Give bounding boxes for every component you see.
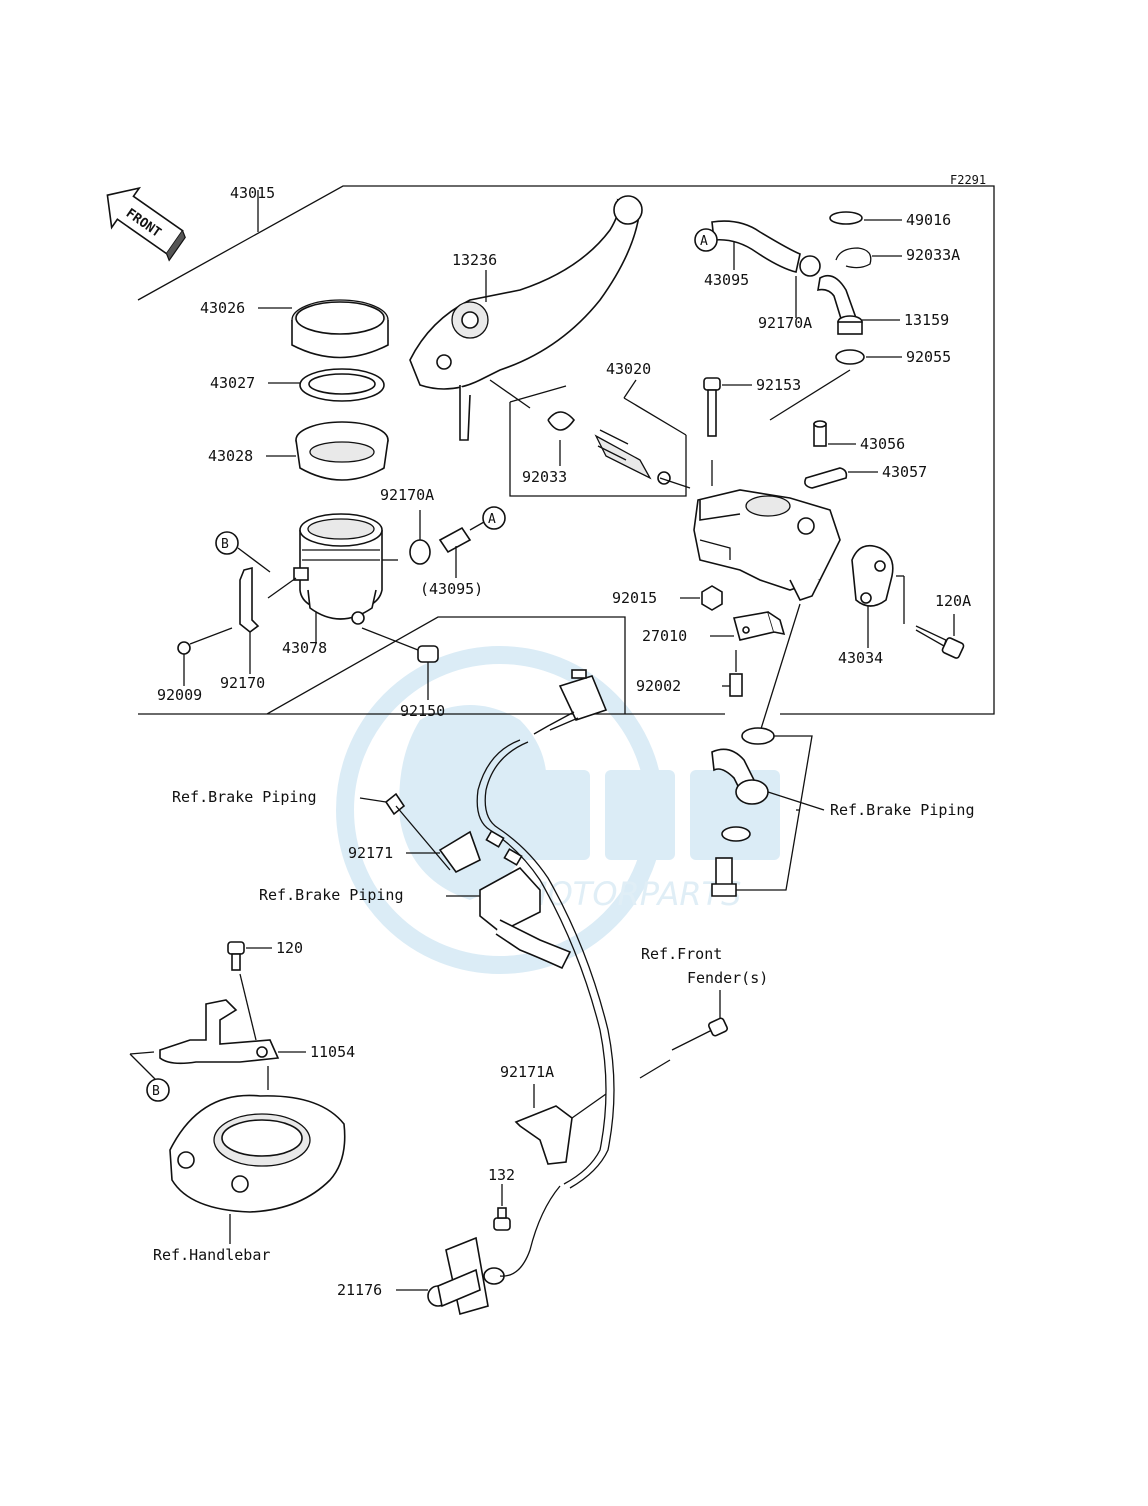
label-92170A-reservoir: 92170A <box>380 486 434 504</box>
label-43028: 43028 <box>208 447 253 465</box>
bracket-11054 <box>159 999 280 1065</box>
label-43095-paren: (43095) <box>420 580 483 598</box>
reservoir-bracket <box>239 566 260 634</box>
hose-clamp-upper <box>409 526 472 565</box>
label-92153: 92153 <box>756 376 801 394</box>
speed-sensor <box>427 1236 505 1316</box>
screw-92150 <box>361 627 439 663</box>
wire-harness <box>476 739 607 1185</box>
ref-marker-b-1 <box>215 531 239 555</box>
bolt-120A <box>915 625 965 659</box>
bolt-92153 <box>703 377 721 437</box>
ref-marker-b-2 <box>146 1078 170 1102</box>
label-ref-brake-piping-2: Ref.Brake Piping <box>830 801 975 819</box>
label-43027: 43027 <box>210 374 255 392</box>
label-92171: 92171 <box>348 844 393 862</box>
label-43020: 43020 <box>606 360 651 378</box>
label-120: 120 <box>276 939 303 957</box>
fender-bolt <box>671 1017 729 1051</box>
switch-connector <box>533 669 608 735</box>
svg-text:A: A <box>700 234 708 249</box>
label-ref-brake-piping-1: Ref.Brake Piping <box>172 788 317 806</box>
label-43026: 43026 <box>200 299 245 317</box>
label-13159: 13159 <box>904 311 949 329</box>
label-120A: 120A <box>935 592 971 610</box>
label-92015: 92015 <box>612 589 657 607</box>
label-11054: 11054 <box>310 1043 355 1061</box>
label-92033: 92033 <box>522 468 567 486</box>
svg-text:B: B <box>221 537 229 552</box>
label-ref-brake-piping-3: Ref.Brake Piping <box>259 886 404 904</box>
label-43078: 43078 <box>282 639 327 657</box>
label-43056: 43056 <box>860 435 905 453</box>
bolt-120 <box>227 941 245 971</box>
label-ref-handlebar: Ref.Handlebar <box>153 1246 270 1264</box>
watermark-logo: MOTORPARTS <box>336 646 780 974</box>
label-ref-front: Ref.Front <box>641 945 722 963</box>
lever-holder <box>851 544 894 607</box>
label-43034: 43034 <box>838 649 883 667</box>
label-49016: 49016 <box>906 211 951 229</box>
circlip-92033A <box>835 247 872 269</box>
figure-code: F2291 <box>950 173 986 187</box>
label-92033A: 92033A <box>906 246 960 264</box>
clip-92171 <box>438 830 481 874</box>
label-21176: 21176 <box>337 1281 382 1299</box>
label-13236: 13236 <box>452 251 497 269</box>
master-cylinder-body <box>693 489 841 601</box>
ref-marker-a-2 <box>694 228 718 252</box>
watermark-subtext: MOTORPARTS <box>520 875 741 913</box>
brake-hose-junction <box>479 866 572 970</box>
reservoir-cap <box>291 299 389 359</box>
reservoir-tank <box>293 513 398 625</box>
label-132: 132 <box>488 1166 515 1184</box>
brake-lever <box>409 195 643 441</box>
reservoir-hose <box>711 220 821 277</box>
kit-boundary <box>137 185 995 715</box>
label-43015: 43015 <box>230 184 275 202</box>
label-92170A-hose: 92170A <box>758 314 812 332</box>
label-92055: 92055 <box>906 348 951 366</box>
label-92002: 92002 <box>636 677 681 695</box>
piston-assembly <box>547 411 691 489</box>
cap-49016 <box>829 211 863 225</box>
bleed-screw <box>813 420 827 447</box>
svg-text:B: B <box>152 1084 160 1099</box>
ref-marker-a-1 <box>482 506 506 530</box>
svg-text:A: A <box>488 512 496 527</box>
label-92170: 92170 <box>220 674 265 692</box>
label-fender: Fender(s) <box>687 969 768 987</box>
bleed-cap <box>804 467 848 489</box>
banjo-bolt-left <box>384 792 451 871</box>
piston-kit-bracket <box>509 402 687 497</box>
diaphragm <box>295 421 389 481</box>
screw-92009 <box>177 627 233 655</box>
hose-fitting <box>817 274 863 335</box>
label-92150: 92150 <box>400 702 445 720</box>
label-43095: 43095 <box>704 271 749 289</box>
wire-clamp-92171A <box>514 1105 573 1165</box>
nut-92015 <box>701 585 723 611</box>
label-27010: 27010 <box>642 627 687 645</box>
handlebar-housing <box>169 1094 346 1213</box>
o-ring-92055 <box>835 349 865 365</box>
front-arrow-icon: FRONT <box>106 186 186 262</box>
label-92171A: 92171A <box>500 1063 554 1081</box>
label-43057: 43057 <box>882 463 927 481</box>
label-92009: 92009 <box>157 686 202 704</box>
screw-92002 <box>729 673 743 697</box>
bolt-132 <box>493 1207 511 1231</box>
brake-light-switch <box>732 611 786 641</box>
